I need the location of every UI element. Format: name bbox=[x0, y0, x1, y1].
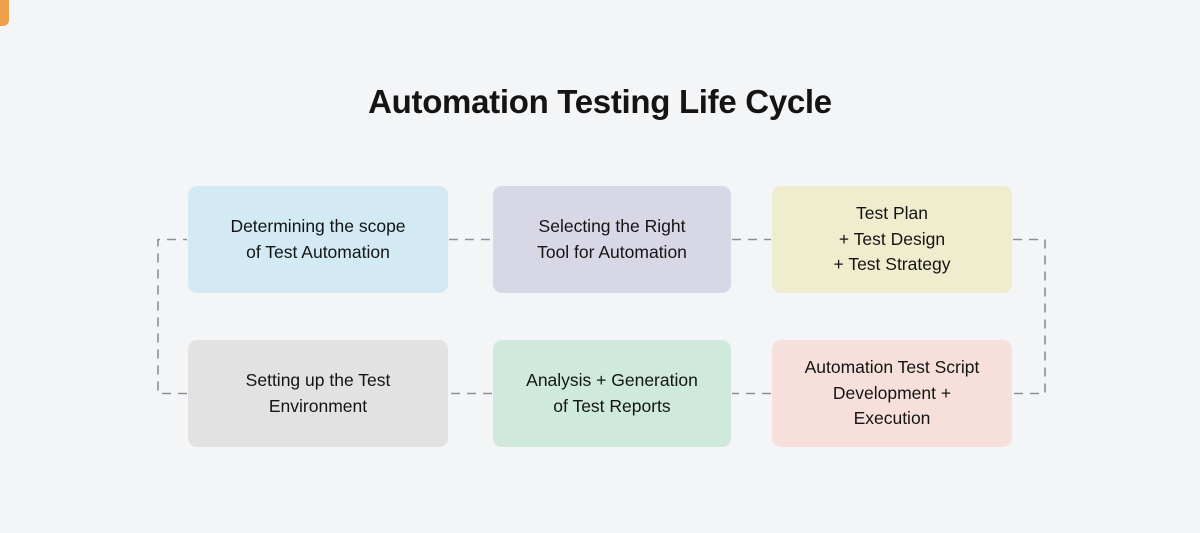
stage-box-test-plan[interactable]: Test Plan + Test Design + Test Strategy bbox=[772, 186, 1012, 293]
stage-label: Test Plan + Test Design + Test Strategy bbox=[833, 202, 951, 275]
stage-label: Automation Test Script Development + Exe… bbox=[804, 356, 980, 429]
stage-box-script-development[interactable]: Automation Test Script Development + Exe… bbox=[772, 340, 1012, 447]
stage-box-test-environment[interactable]: Setting up the Test Environment bbox=[188, 340, 448, 447]
page-title: Automation Testing Life Cycle bbox=[368, 83, 832, 120]
connector-stage3-stage4 bbox=[1013, 238, 1046, 395]
stage-label: Selecting the Right Tool for Automation bbox=[537, 215, 687, 262]
stage-box-selecting-tool[interactable]: Selecting the Right Tool for Automation bbox=[493, 186, 731, 293]
connector-stage6-stage1 bbox=[157, 238, 187, 395]
stage-box-analysis-reports[interactable]: Analysis + Generation of Test Reports bbox=[493, 340, 731, 447]
corner-accent-mark bbox=[0, 0, 9, 26]
stage-label: Determining the scope of Test Automation bbox=[230, 215, 406, 262]
stage-label: Setting up the Test Environment bbox=[245, 369, 391, 416]
stage-box-determining-scope[interactable]: Determining the scope of Test Automation bbox=[188, 186, 448, 293]
stage-label: Analysis + Generation of Test Reports bbox=[526, 369, 698, 416]
